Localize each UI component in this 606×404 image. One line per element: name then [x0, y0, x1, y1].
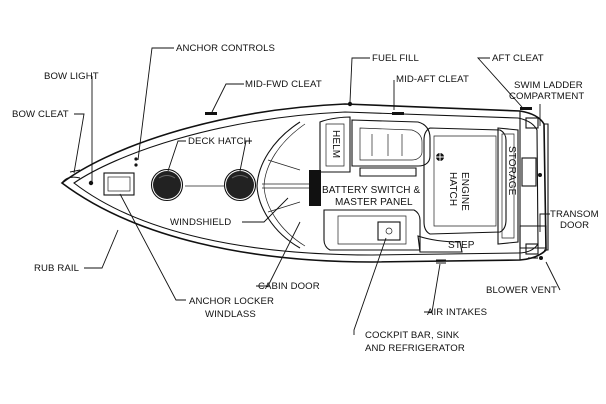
anchor-controls-icon — [134, 157, 138, 161]
bow-cleat-icon — [69, 169, 81, 173]
label-mid-fwd-cleat: MID-FWD CLEAT — [245, 79, 322, 90]
mid-aft-cleat-icon — [392, 112, 404, 115]
aft-cleat-icon — [520, 107, 532, 110]
hull-outline — [60, 103, 549, 263]
label-engine-hatch-line1: ENGINE — [459, 172, 470, 211]
label-battery-switch-line2: MASTER PANEL — [335, 197, 413, 208]
label-step: STEP — [448, 240, 475, 251]
label-storage: STORAGE — [506, 146, 517, 196]
battery-switch-panel — [309, 170, 321, 206]
labels: ANCHOR CONTROLS FUEL FILL AFT CLEAT BOW … — [12, 43, 599, 354]
label-air-intakes: AIR INTAKES — [427, 307, 487, 318]
label-bow-light: BOW LIGHT — [44, 71, 99, 82]
label-anchor-locker-line2: WINDLASS — [205, 309, 256, 320]
label-cockpit-bar-line2: AND REFRIGERATOR — [365, 343, 465, 354]
label-battery-switch-line1: BATTERY SWITCH & — [322, 185, 421, 196]
label-helm: HELM — [330, 130, 341, 158]
label-bow-cleat: BOW CLEAT — [12, 109, 69, 120]
bow-light-icon — [88, 180, 94, 186]
label-mid-aft-cleat: MID-AFT CLEAT — [396, 74, 469, 85]
fuel-fill-icon — [347, 101, 353, 107]
swim-ladder-hatch — [521, 157, 537, 187]
label-cockpit-bar-line1: COCKPIT BAR, SINK — [365, 330, 460, 341]
label-windshield: WINDSHIELD — [170, 217, 231, 228]
deck-hatch-forward — [150, 168, 184, 202]
cockpit — [323, 101, 547, 264]
label-swim-ladder-line1: SWIM LADDER — [514, 80, 583, 91]
label-transom-door-line1: TRANSOM — [550, 209, 599, 220]
label-engine-hatch-line2: HATCH — [447, 172, 458, 206]
label-anchor-controls: ANCHOR CONTROLS — [176, 43, 275, 54]
label-rub-rail: RUB RAIL — [34, 263, 80, 274]
deck-hatch-aft — [223, 168, 257, 202]
mid-fwd-cleat-icon — [205, 112, 217, 115]
label-deck-hatch: DECK HATCH — [188, 136, 251, 147]
label-transom-door-line2: DOOR — [560, 220, 589, 231]
label-blower-vent: BLOWER VENT — [486, 285, 557, 296]
label-aft-cleat: AFT CLEAT — [492, 53, 544, 64]
helm-console — [309, 116, 351, 206]
anchor-locker-hatch — [103, 172, 135, 196]
transom-door — [519, 225, 547, 249]
label-anchor-locker-line1: ANCHOR LOCKER — [189, 296, 274, 307]
label-swim-ladder-line2: COMPARTMENT — [509, 91, 584, 102]
foredeck — [69, 112, 257, 202]
windshield-frame — [256, 121, 314, 249]
label-fuel-fill: FUEL FILL — [372, 53, 419, 64]
leader-lines — [73, 47, 561, 335]
air-intakes-icon — [436, 259, 446, 264]
sink-refrigerator — [377, 221, 401, 241]
label-cabin-door: CABIN DOOR — [258, 281, 320, 292]
